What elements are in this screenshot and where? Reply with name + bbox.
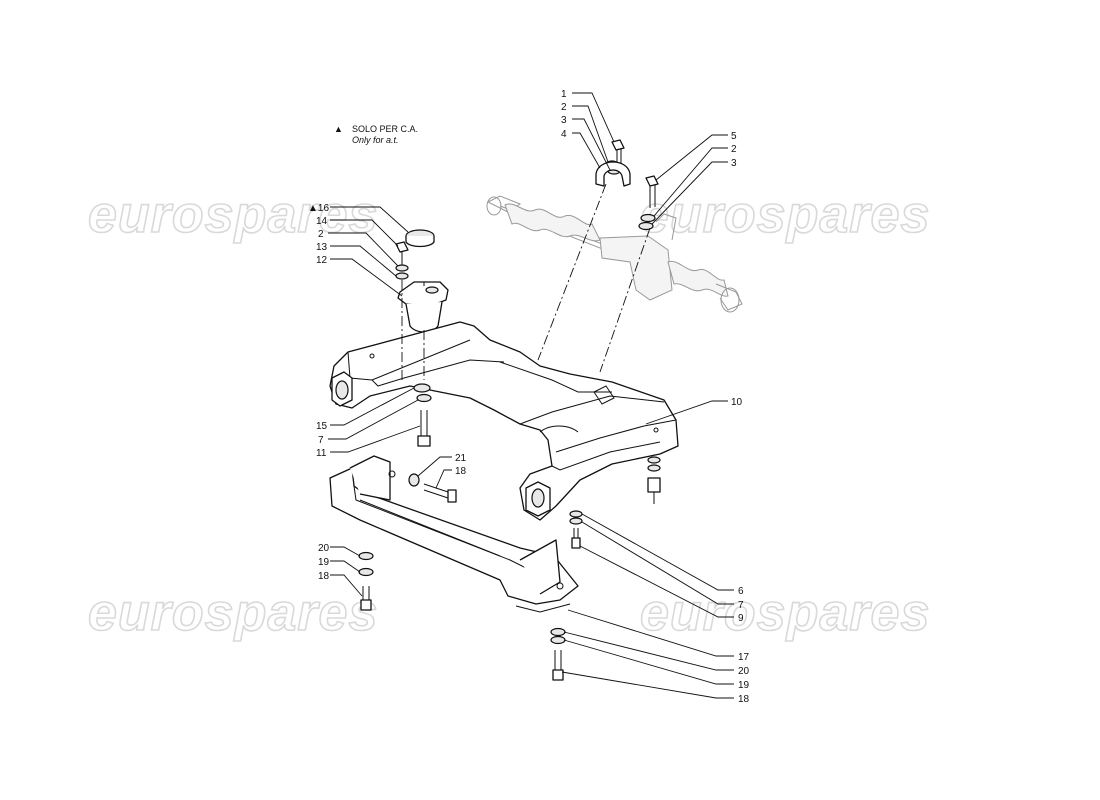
callout-2-left: 2	[318, 229, 324, 240]
callout-1: 1	[561, 89, 567, 100]
callouts: 1 2 3 4 5 2 3 ▲16 14 2 13 12 10 15 7 11 …	[308, 89, 750, 705]
callout-2-right: 2	[731, 144, 737, 155]
callout-4: 4	[561, 129, 567, 140]
watermark-bottom-left: eurospares	[88, 584, 378, 642]
callout-21: 21	[455, 453, 467, 464]
callout-6: 6	[738, 586, 744, 597]
note-marker: ▲	[334, 124, 343, 134]
callout-18-left: 18	[318, 571, 330, 582]
callout-11: 11	[316, 448, 327, 459]
callout-18-upper: 18	[455, 466, 467, 477]
callout-20-left: 20	[318, 543, 330, 554]
watermark-top-left: eurospares	[88, 186, 378, 244]
assembly-lines	[401, 183, 651, 380]
watermark-top-right: eurospares	[640, 186, 930, 244]
steering-rack	[486, 195, 743, 313]
engine-mount-assembly	[395, 229, 449, 333]
callout-2: 2	[561, 102, 567, 113]
bar-left-fasteners	[358, 551, 374, 611]
callout-19-right: 19	[738, 680, 750, 691]
callout-12: 12	[316, 255, 328, 266]
mount-lower-fasteners	[413, 383, 432, 447]
callout-13: 13	[316, 242, 328, 253]
callout-3: 3	[561, 115, 567, 126]
callout-14: 14	[316, 216, 328, 227]
note-line-english: Only for a.t.	[352, 135, 399, 145]
callout-19-left: 19	[318, 557, 330, 568]
callout-10: 10	[731, 397, 743, 408]
watermark-group: eurospares eurospares eurospares eurospa…	[87, 185, 930, 643]
note-only-automatic: ▲ SOLO PER C.A. Only for a.t.	[334, 124, 418, 145]
callout-3-right: 3	[731, 158, 737, 169]
rack-bolt-assembly	[638, 175, 659, 231]
bar-right-fasteners	[550, 627, 566, 681]
callout-5: 5	[731, 131, 737, 142]
callout-7-left: 7	[318, 435, 324, 446]
note-line-italian: SOLO PER C.A.	[352, 124, 418, 134]
callout-7-right: 7	[738, 600, 744, 611]
callout-17: 17	[738, 652, 750, 663]
callout-16: ▲16	[308, 203, 329, 214]
callout-20-right: 20	[738, 666, 750, 677]
callout-9: 9	[738, 613, 744, 624]
bar-upper-fasteners	[408, 473, 457, 503]
rack-clamp-assembly	[595, 139, 631, 187]
callout-15: 15	[316, 421, 328, 432]
watermark-bottom-right: eurospares	[640, 584, 930, 642]
front-crossmember	[329, 321, 679, 521]
callout-18-right: 18	[738, 694, 750, 705]
lower-support-bar	[329, 455, 579, 613]
